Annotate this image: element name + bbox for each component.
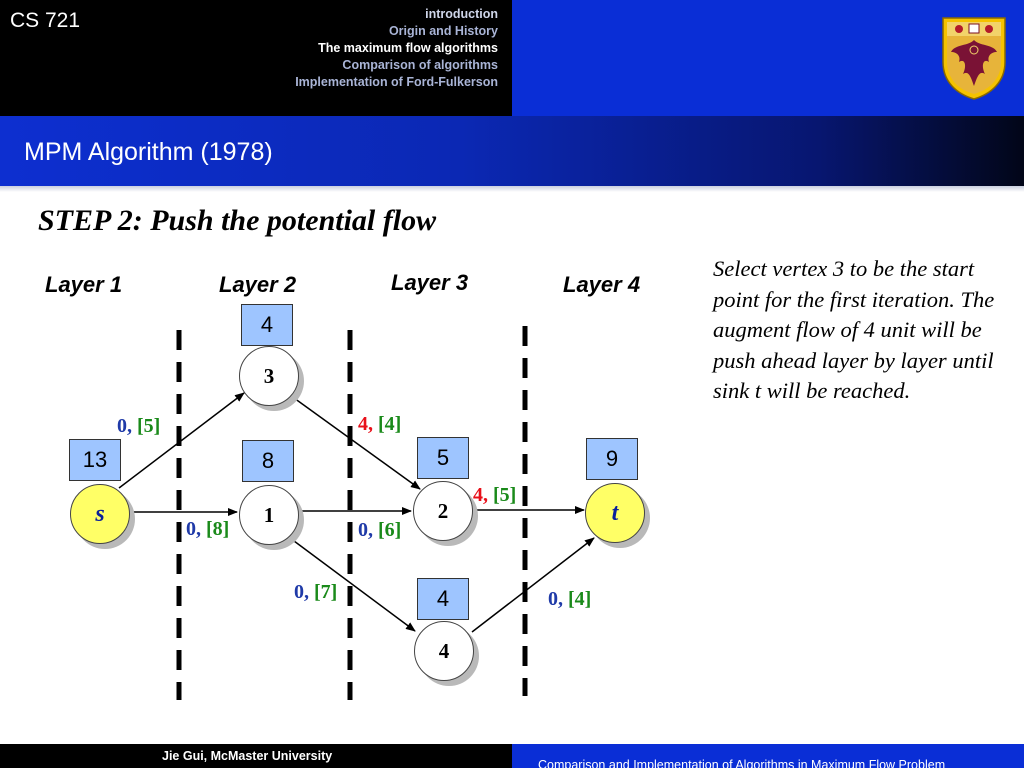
- step-description: Select vertex 3 to be the start point fo…: [713, 256, 995, 404]
- node-source-s: s: [70, 484, 130, 544]
- edge-3-2: [293, 397, 421, 490]
- edge-label-3-2: 4, [4]: [358, 413, 402, 435]
- edge-label-1-2: 0, [6]: [358, 519, 402, 541]
- edge-1-4: [289, 537, 416, 632]
- nav-item-implementation[interactable]: Implementation of Ford-Fulkerson: [295, 75, 498, 89]
- footer-talk-title: Comparison and Implementation of Algorit…: [538, 758, 946, 768]
- potential-box-1: 8: [242, 440, 294, 482]
- header-left: CS 721 introduction Origin and History T…: [0, 0, 512, 116]
- edge-label-4-t: 0, [4]: [548, 588, 592, 610]
- edge-label-1-4: 0, [7]: [294, 581, 338, 603]
- edge-4-t: [471, 537, 595, 633]
- slide-title-bar: MPM Algorithm (1978): [0, 116, 1024, 186]
- node-4: 4: [414, 621, 474, 681]
- potential-box-t: 9: [586, 438, 638, 480]
- footer-right: Comparison and Implementation of Algorit…: [512, 744, 1024, 768]
- node-3: 3: [239, 346, 299, 406]
- node-2: 2: [413, 481, 473, 541]
- university-crest-icon: [942, 17, 1006, 100]
- potential-box-2: 5: [417, 437, 469, 479]
- edge-s-3: [118, 392, 245, 489]
- nav-item-comparison[interactable]: Comparison of algorithms: [342, 58, 498, 72]
- layer-label-3: Layer 3: [391, 270, 469, 295]
- layer-label-4: Layer 4: [563, 272, 641, 297]
- edge-label-s-1: 0, [8]: [186, 518, 230, 540]
- title-bar-shadow: [0, 186, 1024, 192]
- footer-author: Jie Gui, McMaster University: [162, 749, 333, 763]
- footer-left: Jie Gui, McMaster University: [0, 744, 512, 768]
- layer-label-1: Layer 1: [45, 272, 123, 297]
- potential-box-s: 13: [69, 439, 121, 481]
- edge-label-s-3: 0, [5]: [117, 415, 161, 437]
- nav-item-origin-history[interactable]: Origin and History: [388, 24, 498, 38]
- section-nav: introduction Origin and History The maxi…: [295, 6, 498, 91]
- slide-title: MPM Algorithm (1978): [24, 138, 273, 166]
- edge-label-2-t: 4, [5]: [473, 484, 517, 506]
- header-right: [512, 0, 1024, 116]
- layer-label-2: Layer 2: [219, 272, 297, 297]
- node-sink-t: t: [585, 483, 645, 543]
- nav-item-introduction[interactable]: introduction: [425, 7, 498, 21]
- potential-box-4: 4: [417, 578, 469, 620]
- nav-item-max-flow-algorithms[interactable]: The maximum flow algorithms: [318, 41, 498, 55]
- step-heading: STEP 2: Push the potential flow: [38, 204, 437, 237]
- course-title: CS 721: [10, 9, 81, 32]
- potential-box-3: 4: [241, 304, 293, 346]
- node-1: 1: [239, 485, 299, 545]
